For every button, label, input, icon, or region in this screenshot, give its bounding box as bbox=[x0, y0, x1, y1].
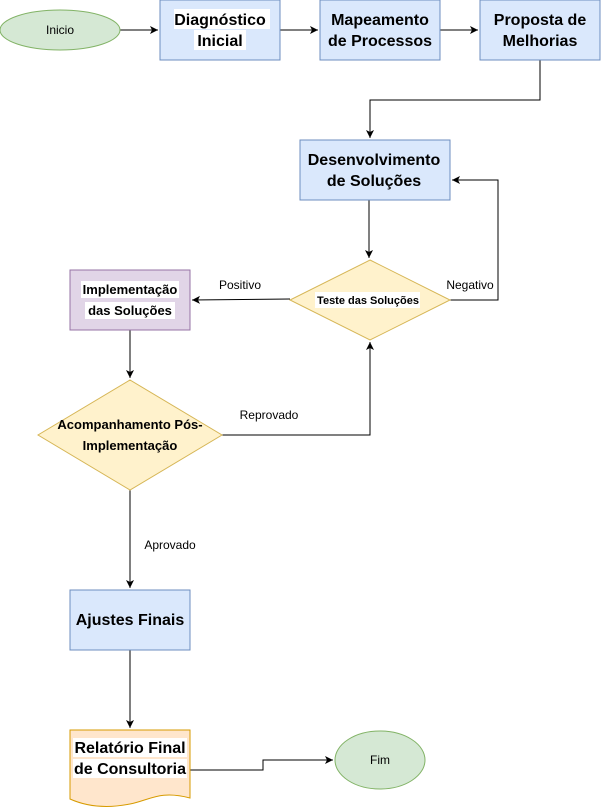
node-desenvolvimento[interactable]: Desenvolvimento de Soluções bbox=[299, 139, 451, 201]
label-highlight bbox=[73, 738, 187, 757]
node-teste-label: Teste das Soluções bbox=[317, 295, 419, 307]
node-inicio[interactable]: Inicio bbox=[0, 9, 121, 51]
edge-label-reprovado: Reprovado bbox=[240, 408, 299, 422]
node-diagnostico-label-line1: Diagnóstico bbox=[174, 12, 266, 29]
node-inicio-label: Inicio bbox=[46, 23, 74, 37]
node-fim-label: Fim bbox=[370, 753, 390, 767]
node-ajustes-label: Ajustes Finais bbox=[76, 612, 185, 629]
node-implementacao[interactable]: Implementação das Soluções bbox=[69, 269, 191, 331]
edge-label-negativo: Negativo bbox=[446, 278, 494, 292]
node-implementacao-label-line1: Implementação bbox=[83, 282, 178, 297]
node-mapeamento-shape bbox=[319, 0, 441, 61]
node-diagnostico[interactable]: Diagnóstico Inicial bbox=[159, 0, 281, 61]
node-ajustes[interactable]: Ajustes Finais bbox=[69, 589, 191, 651]
edge-label-positivo: Positivo bbox=[219, 278, 261, 292]
edge-teste-negativo bbox=[450, 176, 499, 301]
label-highlight bbox=[194, 30, 246, 50]
node-relatorio-label-line1: Relatório Final bbox=[74, 740, 185, 757]
node-relatorio[interactable]: Relatório Final de Consultoria bbox=[69, 729, 191, 808]
node-proposta-shape bbox=[479, 0, 601, 61]
node-acompanhamento-shape bbox=[37, 379, 223, 491]
node-acompanhamento-label-line2: Implementação bbox=[83, 438, 178, 453]
node-desenvolvimento-shape bbox=[299, 139, 451, 201]
node-proposta-label-line1: Proposta de bbox=[494, 12, 587, 29]
node-desenvolvimento-label-line1: Desenvolvimento bbox=[308, 152, 441, 169]
label-highlight bbox=[174, 9, 270, 29]
edge-label-aprovado: Aprovado bbox=[144, 538, 196, 552]
edges bbox=[120, 26, 541, 771]
label-highlight bbox=[73, 759, 187, 778]
edge-proposta-desenvolvimento bbox=[366, 60, 541, 138]
label-highlight bbox=[315, 292, 420, 308]
node-mapeamento-label-line2: de Processos bbox=[328, 33, 432, 50]
edge-acompanhamento-reprovado bbox=[222, 342, 374, 436]
node-proposta[interactable]: Proposta de Melhorias bbox=[479, 0, 601, 61]
node-implementacao-shape bbox=[69, 269, 191, 331]
node-acompanhamento-label-line1: Acompanhamento Pós- bbox=[57, 417, 202, 432]
label-highlight bbox=[81, 281, 179, 298]
node-implementacao-label-line2: das Soluções bbox=[88, 303, 172, 318]
node-proposta-label-line2: Melhorias bbox=[503, 33, 578, 50]
edge-teste-positivo bbox=[191, 295, 291, 304]
edge-relatorio-fim bbox=[190, 756, 333, 771]
node-ajustes-shape bbox=[69, 589, 191, 651]
label-highlight bbox=[85, 302, 175, 319]
node-teste[interactable]: Teste das Soluções bbox=[288, 259, 452, 341]
node-mapeamento[interactable]: Mapeamento de Processos bbox=[319, 0, 441, 61]
node-fim-shape bbox=[334, 730, 426, 790]
node-inicio-shape bbox=[0, 9, 121, 51]
node-desenvolvimento-label-line2: de Soluções bbox=[327, 173, 421, 190]
node-fim[interactable]: Fim bbox=[334, 730, 426, 790]
node-diagnostico-label-line2: Inicial bbox=[197, 33, 242, 50]
node-mapeamento-label-line1: Mapeamento bbox=[331, 12, 429, 29]
node-relatorio-label-line2: de Consultoria bbox=[74, 761, 186, 778]
node-acompanhamento[interactable]: Acompanhamento Pós- Implementação bbox=[37, 379, 223, 491]
